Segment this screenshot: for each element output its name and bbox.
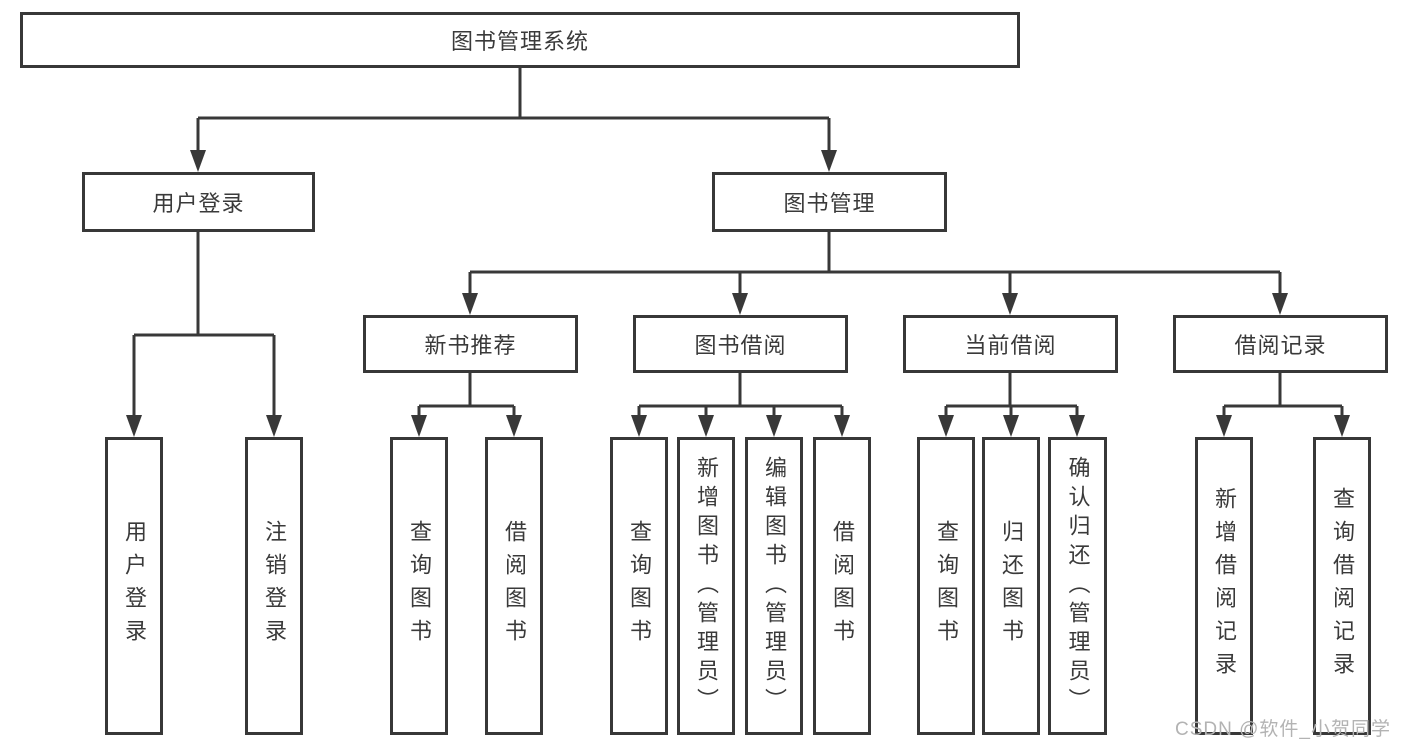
leaf-recommend-query-books: 查询图书 (390, 437, 448, 735)
node-book-management-label: 图书管理 (783, 191, 876, 216)
leaf-records-query-record-label: 查询借阅记录 (1330, 487, 1355, 685)
leaf-recommend-borrow-books: 借阅图书 (485, 437, 543, 735)
node-user-login-label: 用户登录 (152, 191, 245, 216)
leaf-records-add-record-label: 新增借阅记录 (1212, 487, 1237, 685)
node-root-system: 图书管理系统 (20, 12, 1020, 68)
leaf-borrowing-query-books-label: 查询图书 (627, 520, 652, 652)
csdn-watermark: CSDN @软件_小贺同学 (1175, 719, 1391, 740)
leaf-borrowing-borrow-books: 借阅图书 (813, 437, 871, 735)
leaf-borrowing-edit-books-admin-label: 编辑图书（管理员） (762, 455, 787, 717)
leaf-recommend-borrow-books-label: 借阅图书 (502, 520, 527, 652)
node-new-book-recommend-label: 新书推荐 (424, 333, 517, 358)
leaf-current-return-books-label: 归还图书 (999, 520, 1024, 652)
leaf-current-confirm-return-admin-label: 确认归还（管理员） (1065, 455, 1091, 717)
leaf-current-confirm-return-admin: 确认归还（管理员） (1048, 437, 1107, 735)
leaf-borrowing-add-books-admin: 新增图书（管理员） (677, 437, 735, 735)
leaf-borrowing-edit-books-admin: 编辑图书（管理员） (745, 437, 803, 735)
leaf-records-add-record: 新增借阅记录 (1195, 437, 1253, 735)
leaf-current-query-books: 查询图书 (917, 437, 975, 735)
leaf-current-query-books-label: 查询图书 (934, 520, 959, 652)
node-current-borrowing: 当前借阅 (903, 315, 1118, 373)
leaf-records-query-record: 查询借阅记录 (1313, 437, 1371, 735)
leaf-borrowing-query-books: 查询图书 (610, 437, 668, 735)
node-borrow-records-label: 借阅记录 (1234, 333, 1327, 358)
leaf-current-return-books: 归还图书 (982, 437, 1040, 735)
node-book-management: 图书管理 (712, 172, 947, 232)
leaf-borrowing-add-books-admin-label: 新增图书（管理员） (694, 455, 719, 717)
leaf-logout: 注销登录 (245, 437, 303, 735)
leaf-borrowing-borrow-books-label: 借阅图书 (830, 520, 855, 652)
node-book-borrowing-label: 图书借阅 (694, 333, 787, 358)
leaf-logout-label: 注销登录 (262, 520, 287, 652)
node-current-borrowing-label: 当前借阅 (964, 333, 1057, 358)
node-root-system-label: 图书管理系统 (450, 29, 589, 54)
leaf-user-login-label: 用户登录 (122, 520, 147, 652)
leaf-recommend-query-books-label: 查询图书 (407, 520, 432, 652)
leaf-user-login: 用户登录 (105, 437, 163, 735)
node-user-login: 用户登录 (82, 172, 315, 232)
node-borrow-records: 借阅记录 (1173, 315, 1388, 373)
node-book-borrowing: 图书借阅 (633, 315, 848, 373)
node-new-book-recommend: 新书推荐 (363, 315, 578, 373)
